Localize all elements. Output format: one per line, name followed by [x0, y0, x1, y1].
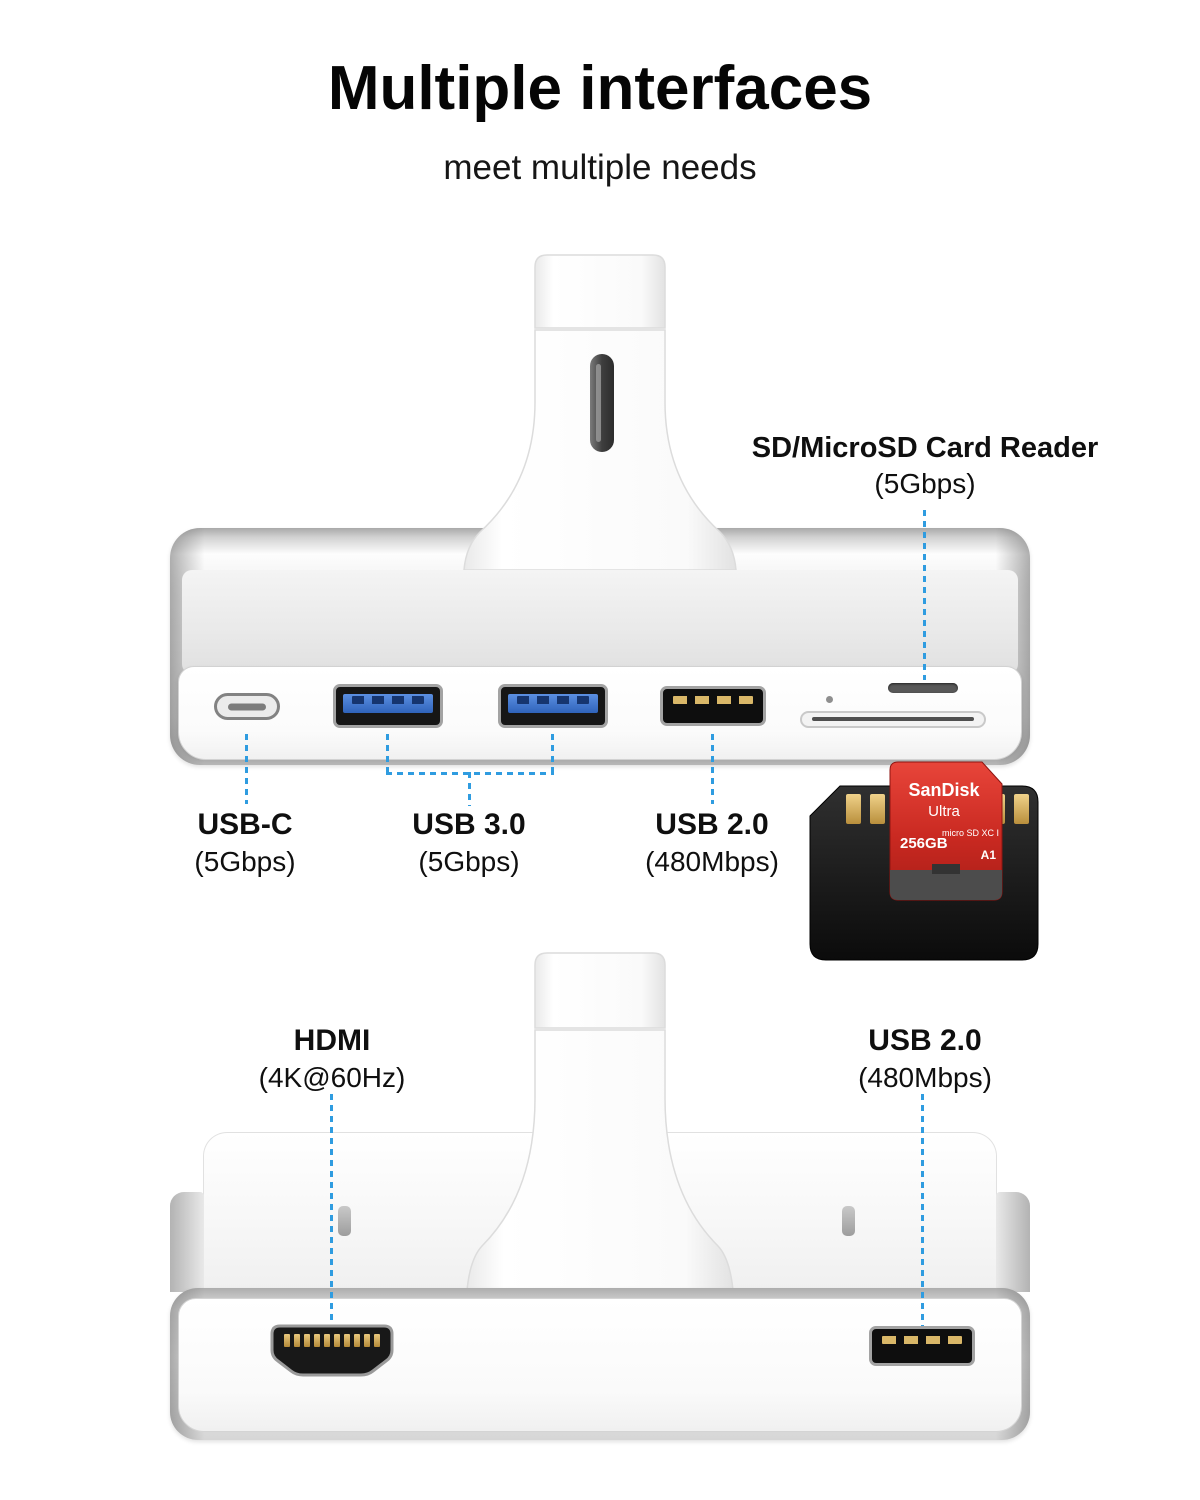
usb-c-port — [214, 693, 280, 720]
label-usb2-front: USB 2.0 (480Mbps) — [612, 808, 812, 877]
label-usb2-front-spec: (480Mbps) — [645, 845, 779, 877]
leader-usb3-center — [468, 772, 471, 806]
label-card-reader-name: SD/MicroSD Card Reader — [751, 432, 1099, 464]
leader-hdmi — [330, 1094, 333, 1324]
leader-usb-c — [245, 734, 248, 804]
label-usb-c-spec: (5Gbps) — [194, 845, 296, 877]
deck-notch-left — [338, 1206, 351, 1236]
microsd-type: micro SD XC I — [942, 828, 999, 838]
label-usb3: USB 3.0 (5Gbps) — [369, 808, 569, 877]
label-usb-c-name: USB-C — [197, 808, 293, 841]
hdmi-pins — [284, 1334, 380, 1347]
label-usb-c: USB-C (5Gbps) — [145, 808, 345, 877]
label-usb2-back: USB 2.0 (480Mbps) — [825, 1024, 1025, 1093]
label-usb2-back-name: USB 2.0 — [868, 1024, 982, 1057]
leader-usb2-back — [921, 1094, 924, 1326]
leader-usb2-front — [711, 734, 714, 804]
usb3-port-1 — [333, 684, 443, 728]
usb2-port-back — [869, 1326, 975, 1366]
leader-usb3-right — [551, 734, 554, 774]
hub-side-wall-right — [996, 1192, 1030, 1292]
page-subtitle: meet multiple needs — [443, 148, 757, 187]
label-hdmi-spec: (4K@60Hz) — [258, 1061, 406, 1093]
label-card-reader: SD/MicroSD Card Reader (5Gbps) — [725, 432, 1125, 500]
microsd-capacity: 256GB — [900, 835, 948, 852]
microsd-card: SanDisk Ultra 256GB micro SD XC I A1 — [889, 761, 1003, 901]
usb3-port-2 — [498, 684, 608, 728]
label-usb3-spec: (5Gbps) — [418, 845, 520, 877]
deck-notch-right — [842, 1206, 855, 1236]
microsd-slot — [888, 683, 958, 693]
microsd-speed-class: A1 — [981, 848, 997, 862]
label-hdmi: HDMI (4K@60Hz) — [232, 1024, 432, 1093]
hub-top-slope — [182, 570, 1018, 674]
label-usb3-name: USB 3.0 — [412, 808, 526, 841]
hub-side-wall-left — [170, 1192, 204, 1292]
label-hdmi-name: HDMI — [293, 1024, 371, 1057]
usb-c-plug — [590, 354, 614, 452]
usb2-port-front — [660, 686, 766, 726]
page-title: Multiple interfaces — [327, 54, 873, 123]
label-card-reader-spec: (5Gbps) — [874, 468, 976, 500]
microsd-brand: SanDisk — [908, 780, 980, 800]
leader-card-reader — [923, 510, 926, 680]
hub-stand-front — [463, 254, 737, 571]
sd-card-slot — [800, 711, 986, 728]
leader-usb3-left — [386, 734, 389, 774]
label-usb2-front-name: USB 2.0 — [655, 808, 769, 841]
hdmi-port — [270, 1324, 394, 1377]
label-usb2-back-spec: (480Mbps) — [858, 1061, 992, 1093]
hub-stand-back — [465, 952, 735, 1309]
led-indicator-hole — [826, 696, 833, 703]
microsd-series: Ultra — [928, 803, 960, 820]
